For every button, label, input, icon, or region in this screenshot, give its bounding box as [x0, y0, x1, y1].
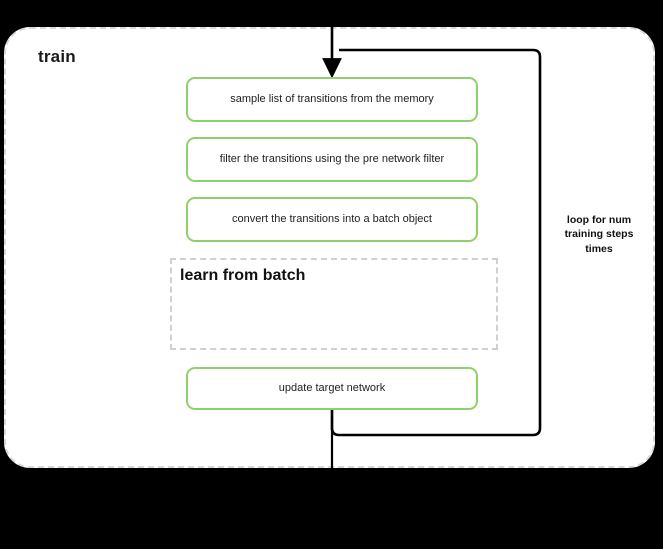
learn-from-batch-subgraph[interactable] [170, 258, 498, 350]
node-sample-transitions[interactable]: sample list of transitions from the memo… [186, 77, 478, 122]
train-subgraph-title: train [38, 47, 76, 66]
node-label: update target network [278, 382, 386, 395]
node-convert-to-batch[interactable]: convert the transitions into a batch obj… [186, 197, 478, 242]
loop-label-line-2: training steps [564, 228, 634, 241]
node-label: sample list of transitions from the memo… [230, 93, 434, 106]
learn-from-batch-label: learn from batch [180, 267, 306, 284]
node-filter-transitions[interactable]: filter the transitions using the pre net… [186, 137, 478, 182]
loop-label-line-3: times [585, 242, 613, 255]
loop-edge-label: loop for num training steps times [546, 213, 652, 256]
node-label: filter the transitions using the pre net… [219, 153, 445, 166]
node-update-target-network[interactable]: update target network [186, 367, 478, 410]
loop-label-line-1: loop for num [566, 214, 632, 226]
node-label: convert the transitions into a batch obj… [232, 213, 432, 226]
